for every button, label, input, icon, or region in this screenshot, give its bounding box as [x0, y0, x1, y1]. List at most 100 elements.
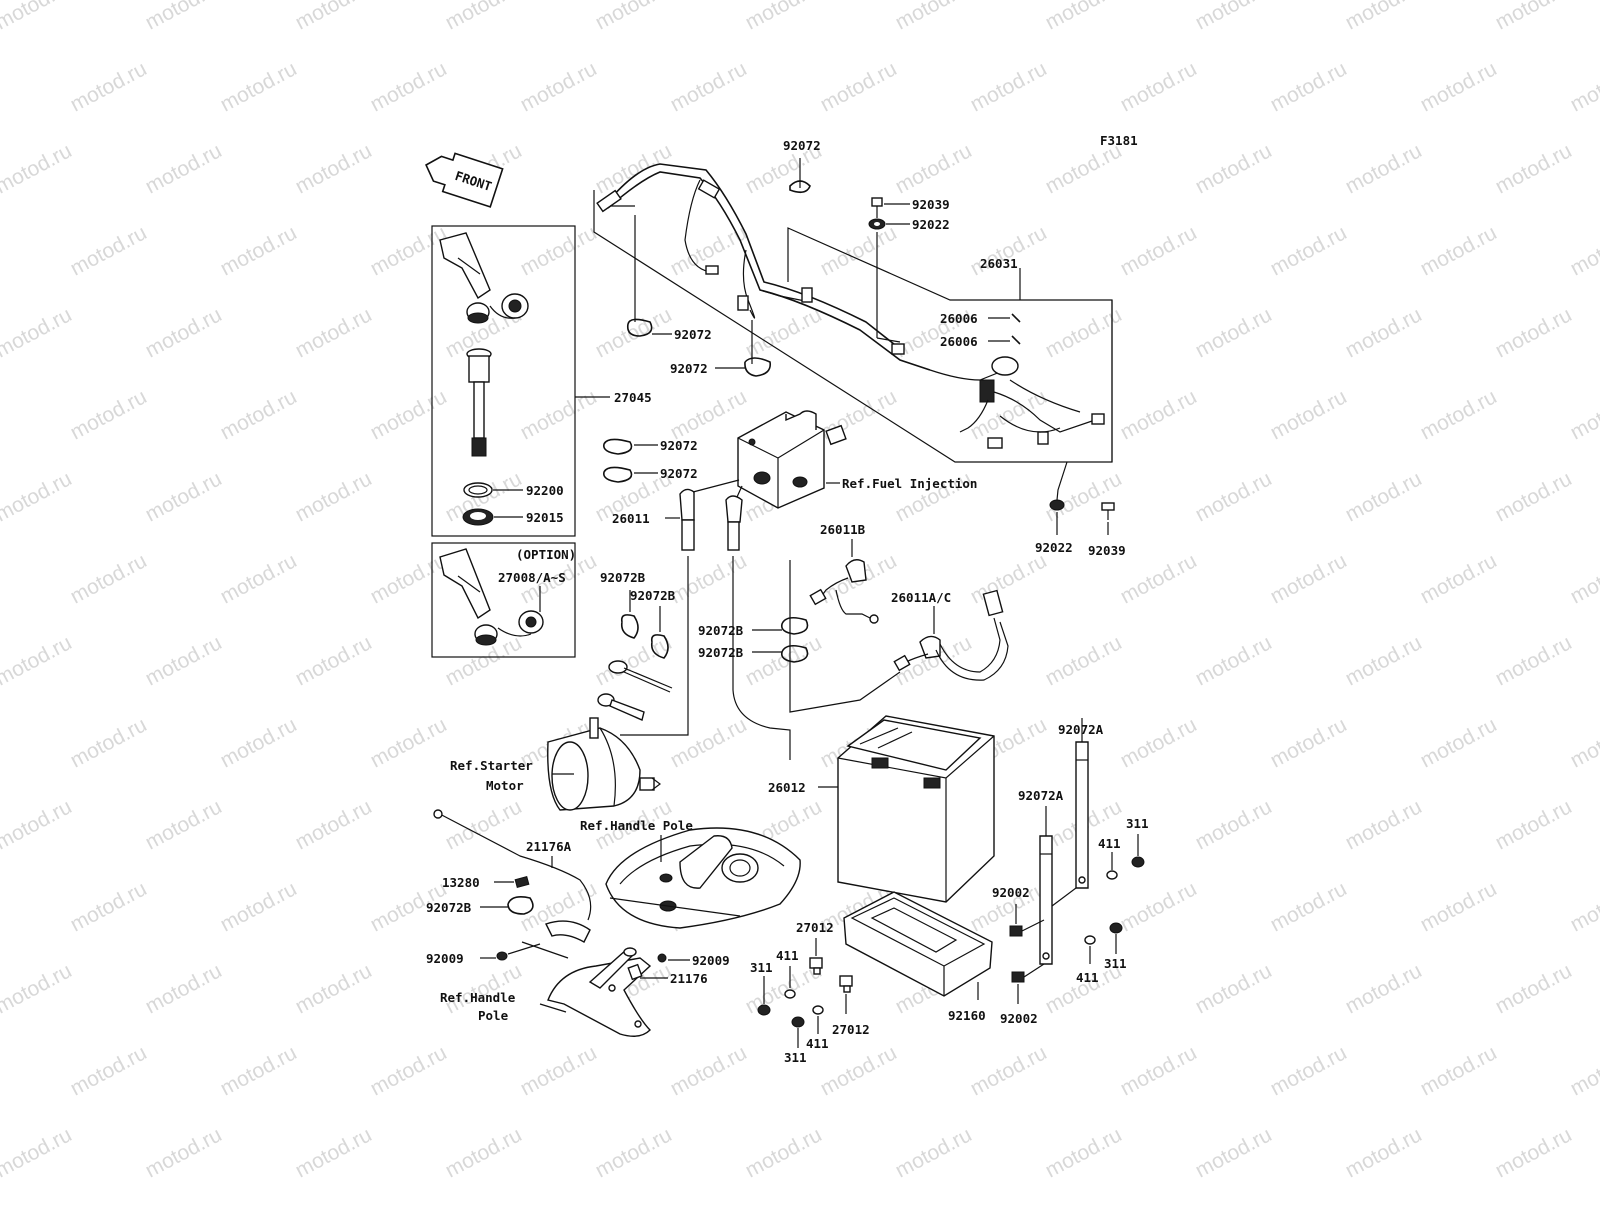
watermark-text: motod.ru [667, 385, 751, 444]
ref-handle-bottom-line2: Pole [478, 1008, 509, 1023]
watermark-text: motod.ru [967, 221, 1051, 280]
label-92009-a: 92009 [426, 951, 464, 966]
label-92072B-d: 92072B [698, 645, 744, 660]
watermark-text: motod.ru [367, 713, 451, 772]
watermark-text: motod.ru [367, 385, 451, 444]
ignition-switch-group-box [431, 225, 576, 537]
watermark-text: motod.ru [817, 57, 901, 116]
clip-92072-d [602, 466, 633, 483]
watermark-text: motod.ru [892, 0, 976, 34]
watermark-text: motod.ru [292, 959, 376, 1018]
clip-92072-b [744, 357, 772, 377]
nut-311-a [1131, 856, 1145, 868]
watermark-text: motod.ru [142, 959, 226, 1018]
watermark-text: motod.ru [142, 0, 226, 34]
watermark-text: motod.ru [1567, 877, 1600, 936]
watermark-text: motod.ru [292, 303, 376, 362]
watermark-text: motod.ru [0, 1123, 76, 1182]
clip-92072B-d [780, 644, 809, 663]
watermark-text: motod.ru [592, 0, 676, 34]
washer-411-b [784, 989, 796, 999]
watermark-text: motod.ru [1492, 0, 1576, 34]
watermark-text: motod.ru [1267, 57, 1351, 116]
label-92002-b: 92002 [1000, 1011, 1038, 1026]
watermark-text: motod.ru [592, 303, 676, 362]
watermark-text: motod.ru [742, 1123, 826, 1182]
watermark-text: motod.ru [67, 221, 151, 280]
watermark-text: motod.ru [217, 221, 301, 280]
watermark-text: motod.ru [0, 713, 1, 772]
label-92002-a: 92002 [992, 885, 1030, 900]
watermark-text: motod.ru [517, 385, 601, 444]
label-92200: 92200 [526, 483, 564, 498]
washer-411-c [812, 1005, 824, 1015]
label-92072-c: 92072 [660, 438, 698, 453]
watermark-text: motod.ru [67, 877, 151, 936]
watermark-text: motod.ru [1042, 467, 1126, 526]
watermark-text: motod.ru [1417, 877, 1501, 936]
watermark-text: motod.ru [517, 1041, 601, 1100]
watermark-text: motod.ru [1267, 385, 1351, 444]
watermark-text: motod.ru [1342, 0, 1426, 34]
watermark-text: motod.ru [1417, 221, 1501, 280]
watermark-text: motod.ru [142, 303, 226, 362]
watermark-text: motod.ru [1492, 631, 1576, 690]
watermark-text: motod.ru [1342, 467, 1426, 526]
ground-lead-21176A [433, 809, 592, 921]
starter-motor [547, 717, 661, 811]
nut-311-d [1109, 922, 1123, 934]
watermark-text: motod.ru [67, 549, 151, 608]
watermark-text: motod.ru [217, 549, 301, 608]
watermark-text: motod.ru [967, 1041, 1051, 1100]
watermark-text: motod.ru [1267, 1041, 1351, 1100]
strap-92072A-a [1075, 741, 1089, 889]
clip-92072-top [789, 180, 811, 194]
label-13280: 13280 [442, 875, 480, 890]
watermark-text: motod.ru [142, 1123, 226, 1182]
watermark-text: motod.ru [1567, 713, 1600, 772]
watermark-text: motod.ru [442, 0, 526, 34]
label-92022-top: 92022 [912, 217, 950, 232]
watermark-text: motod.ru [0, 631, 76, 690]
label-92072B-c: 92072B [698, 623, 744, 638]
watermark-text: motod.ru [292, 631, 376, 690]
label-27045: 27045 [614, 390, 652, 405]
watermark-text: motod.ru [1267, 221, 1351, 280]
watermark-text: motod.ru [217, 713, 301, 772]
watermark-text: motod.ru [1117, 57, 1201, 116]
watermark-text: motod.ru [1192, 467, 1276, 526]
watermark-text: motod.ru [1042, 0, 1126, 34]
label-311-c: 311 [784, 1050, 807, 1065]
label-311-d: 311 [1104, 956, 1127, 971]
watermark-text: motod.ru [667, 57, 751, 116]
cable-26011AC [893, 589, 1009, 681]
watermark-text: motod.ru [1492, 467, 1576, 526]
watermark-text: motod.ru [67, 57, 151, 116]
label-92072-d: 92072 [660, 466, 698, 481]
label-92072-b: 92072 [670, 361, 708, 376]
battery-tray-92160 [843, 891, 993, 997]
label-411-c: 411 [806, 1036, 829, 1051]
handle-pole-lower [547, 947, 652, 1037]
watermark-text: motod.ru [292, 467, 376, 526]
clip-92072B-c [780, 616, 809, 635]
label-311-a: 311 [1126, 816, 1149, 831]
terminal-27012-a [809, 957, 823, 975]
washer-92015 [462, 508, 494, 526]
label-92072A-a: 92072A [1058, 722, 1104, 737]
watermark-text: motod.ru [1567, 385, 1600, 444]
label-92072-top: 92072 [783, 138, 821, 153]
label-92009-b: 92009 [692, 953, 730, 968]
watermark-text: motod.ru [292, 1123, 376, 1182]
watermark-text: motod.ru [67, 713, 151, 772]
label-92022-right: 92022 [1035, 540, 1073, 555]
watermark-text: motod.ru [67, 385, 151, 444]
option-box [431, 542, 576, 658]
watermark-text: motod.ru [1492, 303, 1576, 362]
watermark-text: motod.ru [292, 0, 376, 34]
label-27012-a: 27012 [796, 920, 834, 935]
watermark-text: motod.ru [0, 467, 76, 526]
watermark-text: motod.ru [442, 795, 526, 854]
watermark-text: motod.ru [667, 713, 751, 772]
watermark-text: motod.ru [1342, 139, 1426, 198]
